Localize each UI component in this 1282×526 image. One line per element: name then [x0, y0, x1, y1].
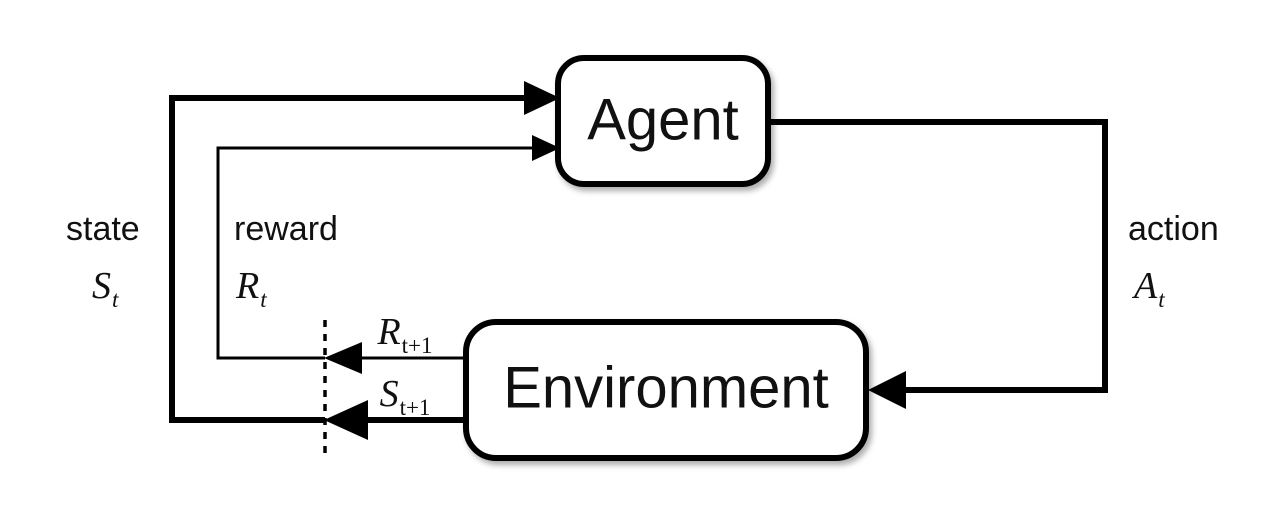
state-arrowhead-icon [524, 81, 560, 115]
edge-state-to-agent [169, 81, 560, 423]
environment-label: Environment [503, 355, 829, 420]
node-agent[interactable]: Agent [555, 55, 771, 187]
reward-symbol-glyph: R [235, 265, 259, 307]
action-symbol-glyph: A [1131, 265, 1158, 307]
reward-word-label: reward [234, 210, 338, 248]
edge-state-next [324, 400, 466, 440]
edge-reward-next [324, 342, 466, 374]
edge-action-to-environment [768, 119, 1108, 409]
reward-subscript-glyph: t [260, 287, 267, 312]
label-state: state St [66, 210, 140, 312]
reward-next-subscript-glyph: t+1 [402, 333, 433, 358]
action-subscript-glyph: t [1158, 287, 1165, 312]
state-subscript-glyph: t [112, 287, 119, 312]
state-flow-line [169, 95, 538, 423]
label-reward: reward Rt [234, 210, 338, 312]
reward-next-arrowhead-icon [324, 342, 362, 374]
reward-arrowhead-icon [532, 135, 560, 161]
state-symbol-label: St [92, 265, 119, 312]
reward-flow-line [216, 146, 540, 360]
action-arrowhead-icon [868, 371, 906, 409]
state-next-symbol-label: St+1 [380, 373, 431, 420]
environment-box[interactable] [463, 319, 869, 461]
agent-label: Agent [587, 87, 739, 152]
reward-symbol-label: Rt [235, 265, 267, 312]
state-word-label: state [66, 210, 140, 248]
label-state-next: St+1 [380, 373, 431, 420]
state-symbol-glyph: S [92, 265, 111, 307]
edge-reward-to-agent [216, 135, 560, 360]
action-flow-line [768, 119, 1108, 393]
reward-next-symbol-glyph: R [376, 311, 400, 353]
action-word-label: action [1128, 210, 1219, 248]
reward-next-symbol-label: Rt+1 [376, 311, 432, 358]
state-next-subscript-glyph: t+1 [400, 395, 431, 420]
action-symbol-label: At [1131, 265, 1165, 312]
node-environment[interactable]: Environment [463, 319, 869, 461]
label-reward-next: Rt+1 [376, 311, 432, 358]
state-next-symbol-glyph: S [380, 373, 399, 415]
state-next-arrowhead-icon [324, 400, 368, 440]
agent-box[interactable] [555, 55, 771, 187]
label-action: action At [1128, 210, 1219, 312]
